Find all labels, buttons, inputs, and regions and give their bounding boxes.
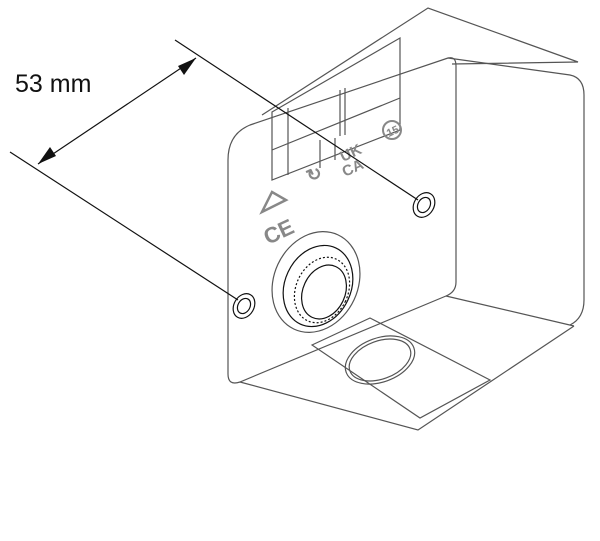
- dimension-label: 53 mm: [15, 70, 92, 98]
- recycle-mark: ↻: [303, 162, 325, 187]
- cycle-mark: 15: [385, 124, 401, 140]
- box-right-face: [447, 57, 585, 326]
- certification-marks: ↻ UK CA 15 CE: [259, 120, 402, 250]
- box-front-face: [227, 57, 457, 384]
- box-top-face: [261, 7, 579, 116]
- extension-line-bottom: [9, 151, 239, 301]
- label-area: [271, 36, 401, 181]
- box-bottom-face: [239, 295, 575, 431]
- extension-line-top: [174, 39, 419, 201]
- dimension-line: [37, 57, 197, 165]
- arrow-head-top: [178, 58, 196, 75]
- bottom-cable-entry: [344, 335, 416, 385]
- warning-triangle-mark: [259, 190, 289, 215]
- bottom-recess: [310, 317, 492, 419]
- arrow-head-bottom: [38, 147, 56, 164]
- cable-gland: [271, 231, 361, 333]
- screw-hole-bottom-left: [232, 293, 256, 319]
- screw-hole-top-right: [412, 192, 436, 218]
